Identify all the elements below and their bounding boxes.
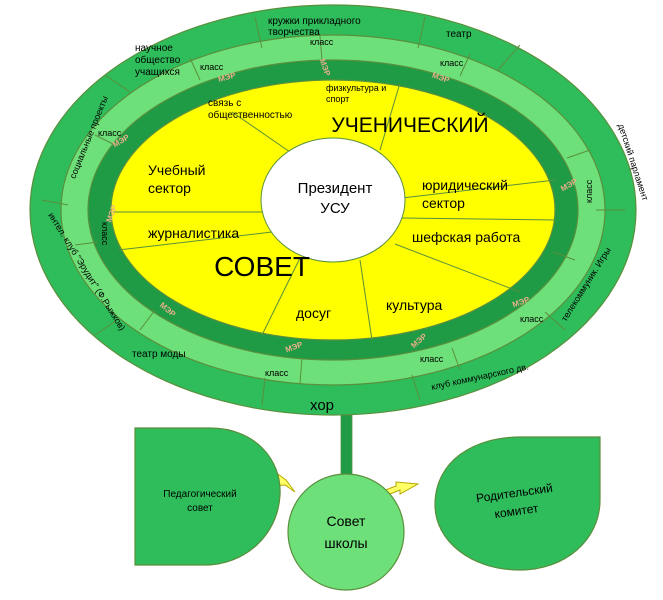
title-bottom: СОВЕТ <box>214 251 310 282</box>
president-label: Президент <box>298 180 373 197</box>
parents-label-2: комитет <box>494 501 540 521</box>
class-label: класс <box>100 222 110 246</box>
sector-legal: юридический <box>422 177 508 193</box>
stem <box>340 414 353 476</box>
sector-labels: Учебный сектор журналистика досуг культу… <box>148 83 521 321</box>
sector-study: Учебный <box>148 162 205 178</box>
class-labels: класс класс класс класс класс класс клас… <box>98 37 594 378</box>
sector-dividers <box>113 82 556 341</box>
choir-label: хор <box>310 397 334 414</box>
sector-legal-2: сектор <box>422 195 465 211</box>
light-ring-dividers <box>74 35 591 384</box>
president-circle <box>260 137 406 263</box>
class-label: класс <box>584 179 594 203</box>
class-label: класс <box>420 354 444 364</box>
leaf-parents-committee <box>434 436 601 571</box>
sector-leisure: досуг <box>296 305 331 321</box>
sector-public: связь с <box>208 98 241 109</box>
sector-patronage: шефская работа <box>412 229 521 245</box>
class-label: класс <box>310 37 334 47</box>
pedagogical-label-2: совет <box>187 503 213 514</box>
council-label-2: школы <box>324 535 367 551</box>
pedagogical-label: Педагогический <box>163 489 236 500</box>
title-top: УЧЕНИЧЕСКИЙ <box>331 113 488 137</box>
class-label: класс <box>440 58 464 68</box>
society-label-3: учащихся <box>135 67 180 78</box>
class-label: класс <box>520 314 544 324</box>
council-label: Совет <box>327 513 366 529</box>
sector-sport: физкультура и <box>326 83 386 93</box>
society-label: научное <box>135 43 173 54</box>
sector-sport-2: спорт <box>326 94 349 104</box>
crafts-label-2: творчества <box>268 27 320 38</box>
outer-ring-dividers <box>41 16 625 406</box>
class-label: класс <box>265 368 289 378</box>
leaf-pedagogical-council <box>134 427 281 566</box>
school-council-circle <box>287 473 405 591</box>
sector-study-2: сектор <box>148 180 191 196</box>
society-label-2: общество <box>135 54 181 66</box>
theatre-label: театр <box>446 29 472 40</box>
fashion-theatre-label: театр моды <box>132 349 186 360</box>
sector-journalism: журналистика <box>148 225 239 241</box>
class-label: класс <box>200 62 224 72</box>
sector-culture: культура <box>386 297 443 313</box>
crafts-label: кружки прикладного <box>268 16 361 27</box>
class-label: класс <box>98 128 122 138</box>
sector-public-2: общественностью <box>208 109 293 121</box>
usu-label: УСУ <box>320 200 350 217</box>
